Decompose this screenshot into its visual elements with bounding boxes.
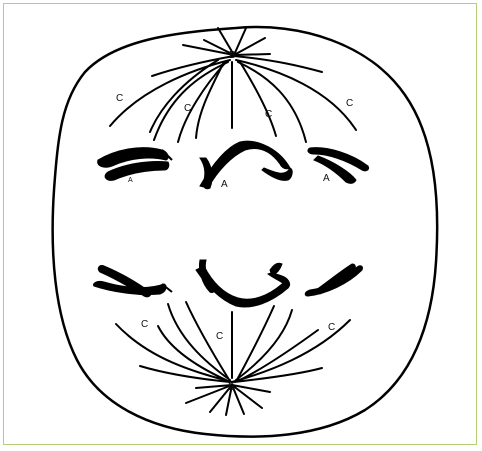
top-spindle-fibers <box>110 56 356 142</box>
label-fiber-c: C <box>184 103 191 114</box>
label-pole-bottom: B <box>228 382 235 393</box>
label-fiber-c: C <box>141 319 148 330</box>
label-fiber-c: C <box>116 93 123 104</box>
label-chromosome-a: A <box>323 173 330 184</box>
lower-chromosomes <box>93 260 362 307</box>
label-chromosome-a: A <box>128 177 133 184</box>
label-fiber-c: C <box>346 98 353 109</box>
label-chromosome-a: A <box>221 179 228 190</box>
label-fiber-c: C <box>216 331 223 342</box>
label-fiber-c: C <box>328 322 335 333</box>
cell-membrane <box>53 27 438 437</box>
chromosome-upper-middle <box>200 141 290 188</box>
lower-spindle-fibers <box>116 302 350 382</box>
label-fiber-c: C <box>265 109 272 120</box>
label-pole-top: B <box>229 50 236 61</box>
